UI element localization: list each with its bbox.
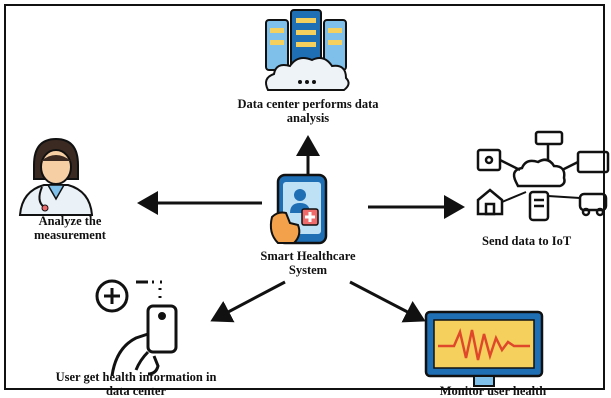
bottom-right-node-label-line1: Monitor user health (439, 384, 547, 398)
arrows (137, 135, 465, 323)
left-node-label: Analyze the measurement (6, 214, 134, 242)
server-cloud-icon (265, 9, 350, 91)
center-node-label: Smart Healthcare System (238, 249, 378, 277)
diagram-border (4, 4, 605, 390)
doctor-icon (18, 137, 94, 216)
center-node-label-line1: Smart Healthcare (260, 249, 356, 263)
arrow-to-bottom-right (349, 280, 426, 323)
iot-network-icon (476, 130, 610, 222)
bottom-right-node-label: Monitor user health (408, 384, 578, 398)
left-node-label-line2: measurement (34, 228, 106, 242)
heart-monitor-icon (424, 310, 544, 387)
left-node-label-line1: Analyze the (38, 214, 102, 228)
top-node-label-line2: analysis (286, 111, 330, 125)
right-node-label: Send data to IoT (482, 234, 602, 248)
top-node-label: Data center performs data analysis (198, 97, 418, 125)
smartphone-medical-icon (269, 173, 328, 245)
bottom-left-node-label-line2: data center (105, 384, 167, 398)
right-node-label-line1: Send data to IoT (482, 234, 572, 248)
center-node-label-line2: System (288, 263, 328, 277)
bottom-left-node-label-line1: User get health information in (55, 370, 217, 384)
hand-device-icon (95, 279, 178, 377)
arrow-to-bottom-left (210, 280, 286, 323)
top-node-label-line1: Data center performs data (237, 97, 379, 111)
